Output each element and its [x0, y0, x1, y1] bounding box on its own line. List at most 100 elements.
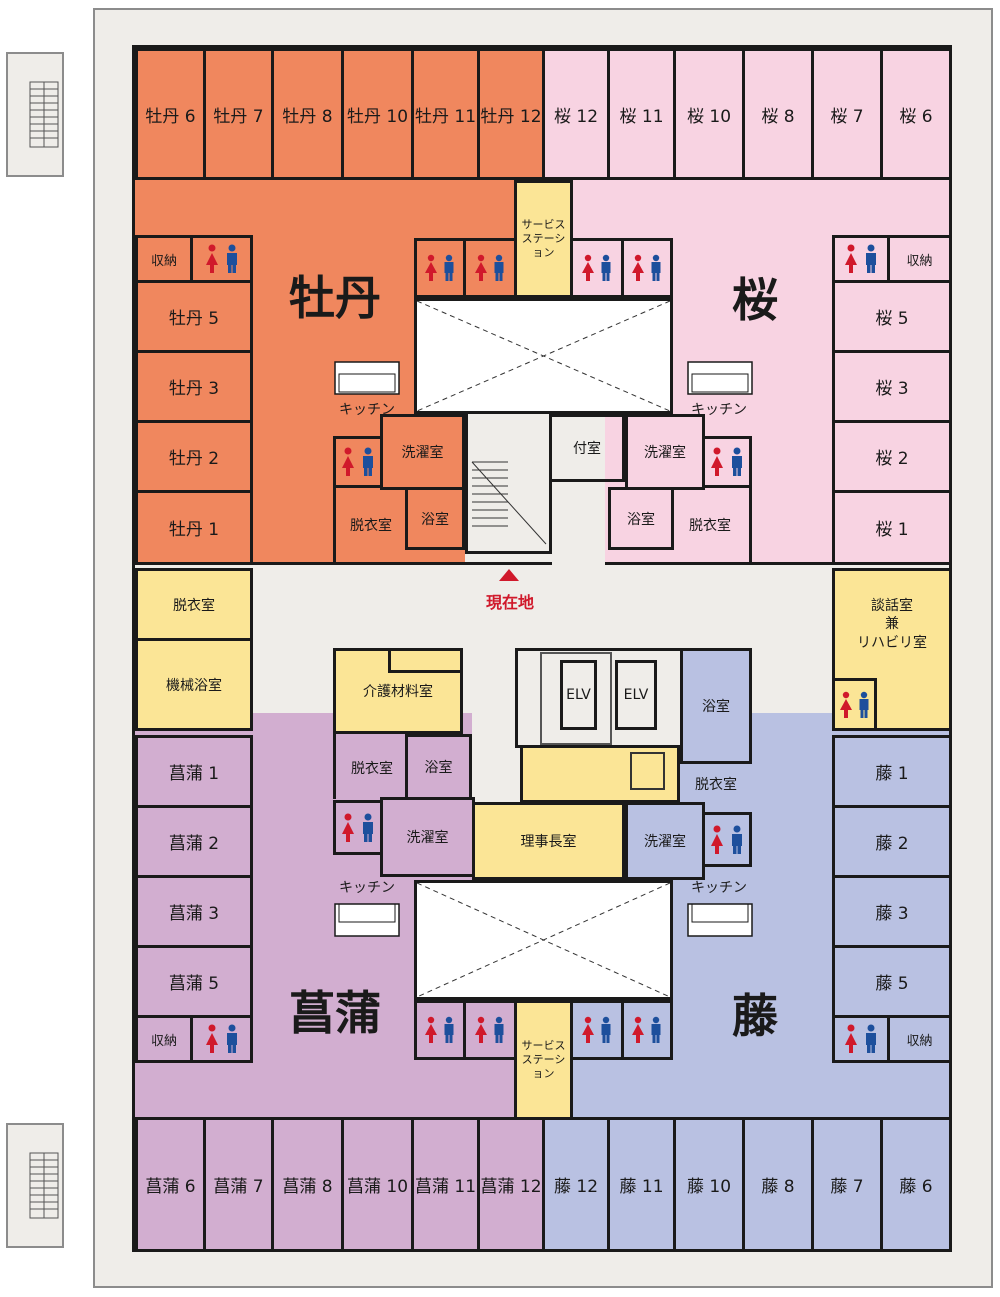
botan-room-3[interactable]: 牡丹 3: [135, 350, 253, 423]
botan-room-5[interactable]: 牡丹 5: [135, 280, 253, 353]
fuji-room-12[interactable]: 藤 12: [542, 1117, 610, 1252]
fuji-room-2[interactable]: 藤 2: [832, 805, 952, 878]
fuji-restroom-4[interactable]: [832, 1015, 890, 1063]
shobu-room-7[interactable]: 菖蒲 7: [203, 1117, 274, 1252]
fuji-restroom-3[interactable]: [702, 812, 752, 867]
sakura-room-6[interactable]: 桜 6: [880, 48, 952, 180]
fuji-room-6[interactable]: 藤 6: [880, 1117, 952, 1252]
botan-storage: 収納: [135, 235, 193, 283]
sakura-changing[interactable]: 脱衣室: [689, 518, 731, 534]
botan-restroom-3[interactable]: [414, 238, 466, 298]
machine-bath[interactable]: 機械浴室: [135, 638, 253, 731]
male-icon: [732, 447, 742, 476]
fuji-room-1[interactable]: 藤 1: [832, 735, 952, 808]
elevator-1[interactable]: ELV: [560, 660, 597, 730]
annex-room[interactable]: 付室: [549, 414, 625, 482]
wall: [333, 485, 336, 565]
botan-changing[interactable]: 脱衣室: [350, 518, 392, 534]
sakura-laundry[interactable]: 洗濯室: [625, 414, 705, 490]
service-station-bottom[interactable]: サービス ステーション: [514, 1000, 573, 1120]
shobu-restroom-4[interactable]: [463, 1000, 517, 1060]
sakura-restroom-2[interactable]: [621, 238, 673, 298]
female-icon: [342, 813, 354, 842]
shobu-room-10[interactable]: 菖蒲 10: [341, 1117, 414, 1252]
sakura-restroom-4[interactable]: [702, 436, 752, 488]
sakura-room-12[interactable]: 桜 12: [542, 48, 610, 180]
botan-restroom-4[interactable]: [463, 238, 517, 298]
shobu-room-12[interactable]: 菖蒲 12: [477, 1117, 545, 1252]
male-icon: [651, 254, 661, 281]
elevator-shaft-1: [540, 652, 612, 745]
shobu-room-8[interactable]: 菖蒲 8: [271, 1117, 344, 1252]
female-icon: [475, 254, 487, 281]
shobu-room-6[interactable]: 菖蒲 6: [135, 1117, 206, 1252]
botan-room-8[interactable]: 牡丹 8: [271, 48, 344, 180]
sakura-room-10[interactable]: 桜 10: [673, 48, 745, 180]
fuji-room-11[interactable]: 藤 11: [607, 1117, 676, 1252]
botan-room-12[interactable]: 牡丹 12: [477, 48, 545, 180]
shobu-room-5[interactable]: 菖蒲 5: [135, 945, 253, 1018]
sakura-room-7[interactable]: 桜 7: [811, 48, 883, 180]
botan-room-7[interactable]: 牡丹 7: [203, 48, 274, 180]
fuji-room-8[interactable]: 藤 8: [742, 1117, 814, 1252]
sakura-room-3[interactable]: 桜 3: [832, 350, 952, 423]
botan-restroom[interactable]: [190, 235, 253, 283]
botan-room-10[interactable]: 牡丹 10: [341, 48, 414, 180]
female-icon: [205, 1024, 218, 1053]
botan-bath[interactable]: 浴室: [405, 487, 465, 550]
current-location-label: 現在地: [485, 593, 534, 612]
atrium-void-top: [414, 298, 673, 414]
fuji-room-3[interactable]: 藤 3: [832, 875, 952, 948]
botan-laundry[interactable]: 洗濯室: [380, 414, 465, 490]
shobu-room-3[interactable]: 菖蒲 3: [135, 875, 253, 948]
shobu-bath[interactable]: 浴室: [405, 734, 472, 800]
shobu-room-2[interactable]: 菖蒲 2: [135, 805, 253, 878]
male-icon: [226, 1024, 237, 1053]
wall: [465, 551, 552, 554]
shobu-changing[interactable]: 脱衣室: [351, 761, 393, 777]
fuji-bath[interactable]: 浴室: [680, 648, 752, 764]
shobu-restroom-2[interactable]: [333, 800, 383, 855]
fuji-room-7[interactable]: 藤 7: [811, 1117, 883, 1252]
service-station-top[interactable]: サービス ステーション: [514, 180, 573, 298]
shobu-restroom-3[interactable]: [414, 1000, 466, 1060]
shobu-restroom-1[interactable]: [190, 1015, 253, 1063]
botan-room-2[interactable]: 牡丹 2: [135, 420, 253, 493]
fuji-restroom-2[interactable]: [621, 1000, 673, 1060]
fuji-room-10[interactable]: 藤 10: [673, 1117, 745, 1252]
fuji-laundry[interactable]: 洗濯室: [625, 802, 705, 880]
botan-room-11[interactable]: 牡丹 11: [411, 48, 480, 180]
sakura-restroom-3[interactable]: [832, 235, 890, 283]
sofa-icon: [334, 903, 400, 937]
sakura-room-1[interactable]: 桜 1: [832, 490, 952, 565]
botan-room-1[interactable]: 牡丹 1: [135, 490, 253, 565]
botan-restroom-2[interactable]: [333, 436, 383, 488]
elevator-2[interactable]: ELV: [615, 660, 657, 730]
botan-room-6[interactable]: 牡丹 6: [135, 48, 206, 180]
sakura-room-2[interactable]: 桜 2: [832, 420, 952, 493]
wall: [135, 562, 552, 565]
director-room[interactable]: 理事長室: [472, 802, 625, 880]
stair-icon: [29, 81, 59, 148]
sakura-room-11[interactable]: 桜 11: [607, 48, 676, 180]
yellow-storage-inner: [630, 752, 665, 790]
fuji-restroom-1[interactable]: [570, 1000, 624, 1060]
sakura-room-8[interactable]: 桜 8: [742, 48, 814, 180]
male-icon: [494, 254, 504, 281]
fuji-changing[interactable]: 脱衣室: [695, 777, 737, 793]
lounge-rehab[interactable]: 談話室 兼 リハビリ室: [832, 568, 952, 731]
male-icon: [363, 813, 373, 842]
female-icon: [839, 691, 852, 718]
lounge-restroom[interactable]: [832, 678, 877, 731]
shobu-laundry[interactable]: 洗濯室: [380, 797, 475, 877]
fuji-storage: 収納: [887, 1015, 952, 1063]
shobu-room-11[interactable]: 菖蒲 11: [411, 1117, 480, 1252]
shobu-room-1[interactable]: 菖蒲 1: [135, 735, 253, 808]
female-icon: [632, 1016, 644, 1043]
sakura-restroom-1[interactable]: [570, 238, 624, 298]
fuji-room-5[interactable]: 藤 5: [832, 945, 952, 1018]
sakura-room-5[interactable]: 桜 5: [832, 280, 952, 353]
sakura-bath[interactable]: 浴室: [608, 487, 674, 550]
central-stair: [465, 414, 552, 554]
changing-room-center[interactable]: 脱衣室: [135, 568, 253, 641]
